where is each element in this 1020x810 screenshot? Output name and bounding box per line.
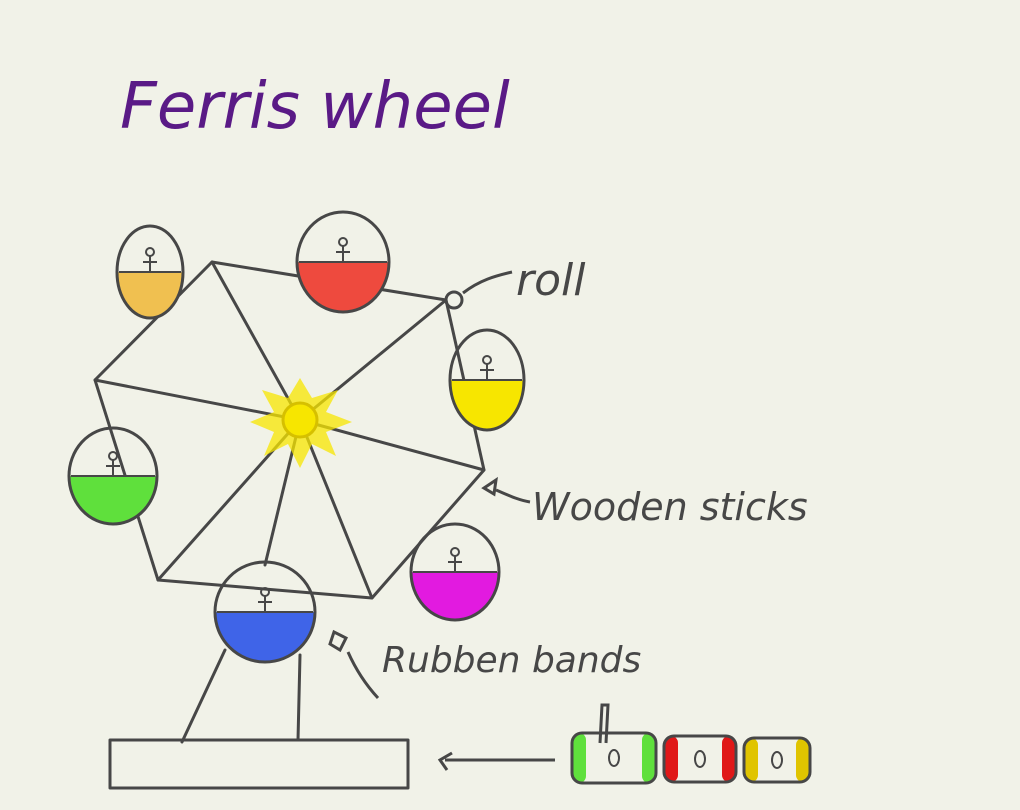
cabin-magenta (409, 522, 501, 622)
annotation-roll: roll (444, 255, 586, 310)
spools (570, 703, 812, 785)
spool-yellow (742, 736, 812, 784)
roll-pointer-line (462, 270, 513, 295)
passenger-figure-icon (258, 587, 272, 612)
crank-handle (598, 703, 610, 744)
cabin-yellow-right (448, 328, 526, 432)
rubber-bands-marker (328, 629, 349, 653)
wooden-sticks-pointer-line (495, 488, 531, 504)
spool-hole (771, 751, 783, 769)
support-leg (296, 653, 302, 742)
drawing-title: Ferris wheel (120, 70, 510, 144)
spool-outline (570, 731, 658, 785)
cabin-color-fill (117, 272, 183, 318)
cabin-outline (448, 328, 526, 432)
hub-center (281, 401, 319, 439)
cabin-blue (213, 560, 317, 664)
spool-hole (608, 749, 620, 767)
cabin-outline (115, 224, 185, 320)
cabin-outline (67, 426, 159, 526)
spool-end-right (796, 738, 810, 782)
spool-outline (742, 736, 812, 784)
wheel-base (108, 738, 410, 790)
wooden-sticks-arrow (481, 476, 498, 497)
cabin-color-fill (411, 572, 499, 620)
passenger-figure-icon (106, 451, 120, 476)
spool-red (662, 734, 738, 784)
cabin-color-fill (450, 380, 524, 430)
rubber-bands-label: Rubben bands (382, 640, 641, 681)
cabin-color-fill (297, 262, 389, 312)
cabin-outline (409, 522, 501, 622)
roll-label: roll (516, 255, 586, 306)
spoke (298, 418, 374, 600)
spool-hole (694, 750, 706, 768)
cabin-color-fill (69, 476, 157, 524)
passenger-figure-icon (336, 237, 350, 262)
spool-outline (662, 734, 738, 784)
spoke (93, 378, 302, 422)
spool-end-left (572, 733, 586, 783)
cabin-outline (295, 210, 391, 314)
spool-end-right (722, 736, 736, 782)
roll-marker (444, 290, 464, 310)
spool-end-right (642, 733, 656, 783)
annotation-wooden-sticks: Wooden sticks (481, 476, 808, 529)
cabin-outline (213, 560, 317, 664)
spool-end-left (744, 738, 758, 782)
cabin-green (67, 426, 159, 526)
support-leg (180, 648, 227, 744)
passenger-figure-icon (143, 247, 157, 272)
spoke (210, 260, 302, 422)
base-pointer-arrow (437, 751, 555, 771)
rubber-bands-pointer-line (346, 651, 380, 700)
cabin-color-fill (215, 612, 315, 662)
spool-end-left (664, 736, 678, 782)
cabin-orange (115, 224, 185, 320)
passenger-figure-icon (480, 355, 494, 380)
wheel-frame (93, 260, 486, 790)
cabins (67, 210, 526, 664)
spool-green (570, 703, 658, 785)
cabin-red (295, 210, 391, 314)
wheel-hub (250, 378, 352, 468)
annotation-rubber-bands: Rubben bands (328, 629, 641, 700)
wooden-sticks-label: Wooden sticks (532, 485, 808, 529)
passenger-figure-icon (448, 547, 462, 572)
